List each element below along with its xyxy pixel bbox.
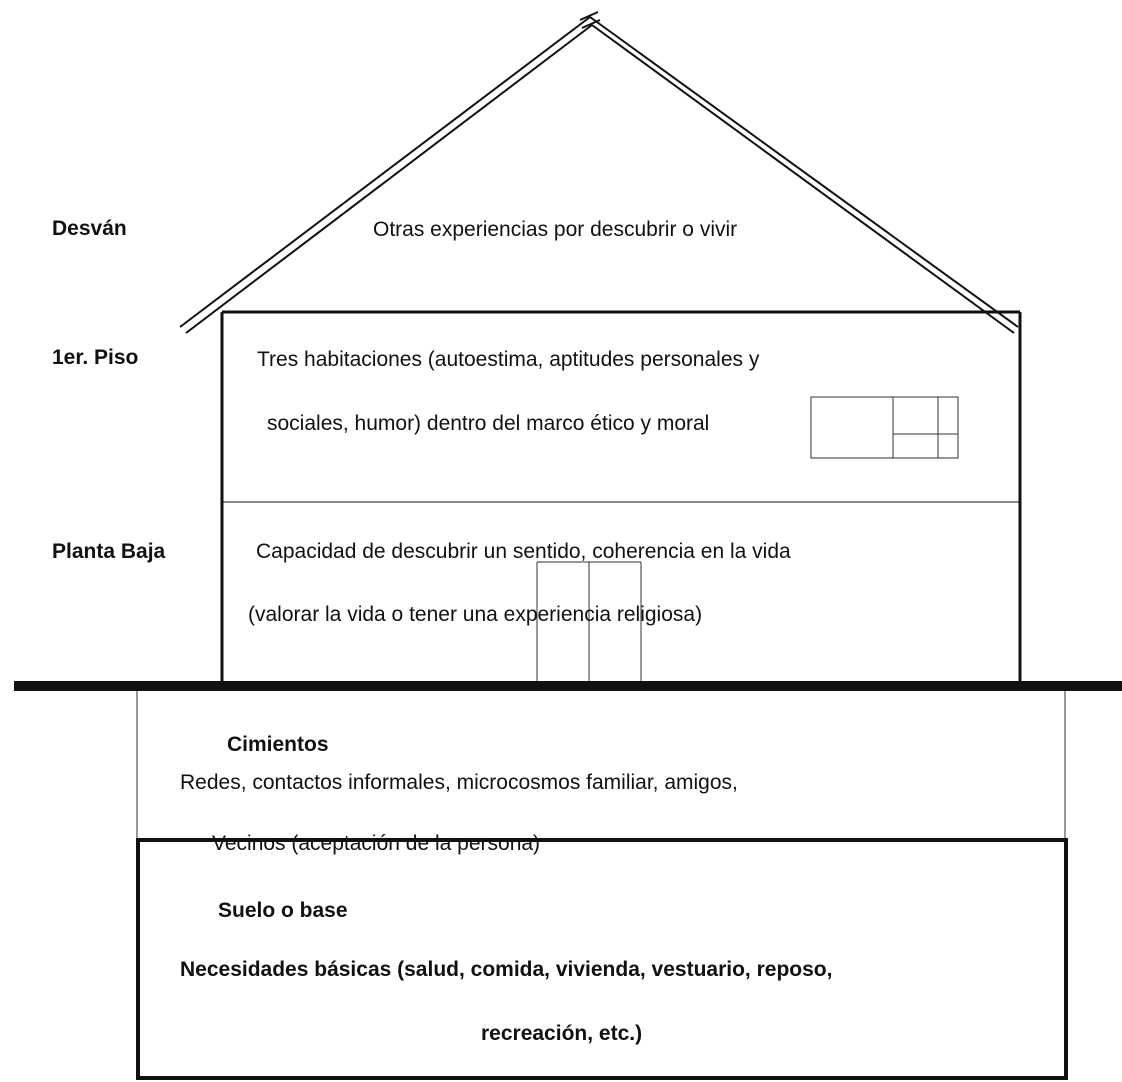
foundations-box bbox=[136, 691, 1066, 840]
ground-floor-line1: Capacidad de descubrir un sentido, coher… bbox=[256, 540, 791, 563]
ground-floor-line2: (valorar la vida o tener una experiencia… bbox=[248, 603, 703, 626]
window bbox=[810, 396, 959, 459]
door bbox=[536, 561, 642, 682]
ground-floor-label: Planta Baja bbox=[52, 540, 166, 563]
base-line2: recreación, etc.) bbox=[481, 1022, 643, 1045]
attic-label: Desván bbox=[52, 217, 127, 240]
base-title: Suelo o base bbox=[218, 899, 348, 922]
attic-text: Otras experiencias por descubrir o vivir bbox=[373, 218, 738, 241]
base-box bbox=[136, 838, 1068, 1080]
house-walls bbox=[220, 310, 1022, 682]
first-floor-line1: Tres habitaciones (autoestima, aptitudes… bbox=[257, 348, 760, 371]
foundations-title: Cimientos bbox=[227, 733, 329, 756]
first-floor-line2: sociales, humor) dentro del marco ético … bbox=[267, 412, 710, 435]
roof bbox=[179, 11, 1019, 334]
base-line1: Necesidades básicas (salud, comida, vivi… bbox=[180, 958, 833, 981]
first-floor-label: 1er. Piso bbox=[52, 346, 139, 369]
foundations-line2: Vecinos (aceptación de la persona) bbox=[212, 832, 541, 855]
ground-line bbox=[14, 681, 1122, 691]
foundations-line1: Redes, contactos informales, microcosmos… bbox=[180, 771, 738, 794]
